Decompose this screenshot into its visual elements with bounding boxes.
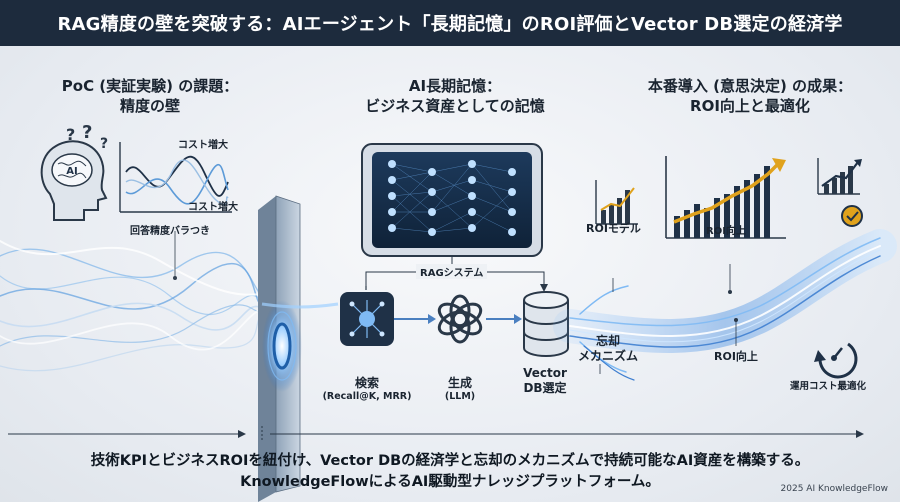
roi-growth-chart-icon	[665, 156, 786, 239]
svg-text:?: ?	[100, 136, 108, 152]
search-sub-label: (Recall@K, MRR)	[322, 391, 412, 402]
right-heading-line1: 本番導入 (意思決定) の成果：	[647, 77, 853, 95]
brain-ai-text: AI	[66, 166, 77, 177]
forget-label-line2: メカニズム	[577, 349, 638, 363]
center-heading-line2: ビジネス資産としての記憶	[365, 97, 545, 115]
accuracy-variance-chart	[119, 142, 232, 213]
vector-db-label-line2: DB選定	[523, 381, 567, 395]
diagram-stage: AI ? ? ?	[0, 46, 900, 502]
vector-db-label-line1: Vector	[523, 366, 567, 380]
center-heading: AI長期記憶： ビジネス資産としての記憶	[340, 76, 570, 116]
input-wave-lines	[0, 240, 263, 372]
page-title: RAG精度の壁を突破する：AIエージェント「長期記憶」のROI評価とVector…	[57, 14, 843, 35]
neural-network-screen	[361, 143, 543, 257]
search-label: 検索	[354, 376, 379, 390]
svg-text:?: ?	[82, 122, 92, 143]
chart-caption: 回答精度バラつき	[130, 226, 210, 237]
check-badge-icon	[841, 205, 863, 227]
wall-beam	[261, 302, 339, 309]
forget-label-block: 忘却 メカニズム	[576, 334, 640, 364]
forget-label-line1: 忘却	[595, 334, 620, 348]
rag-system-label: RAGシステム	[416, 264, 488, 279]
diagram-canvas: AI ? ? ?	[0, 122, 897, 502]
right-heading: 本番導入 (意思決定) の成果： ROI向上と最適化	[610, 76, 890, 116]
left-heading-line1: PoC (実証実験) の課題：	[61, 77, 239, 95]
roi-up-top-label: ROI向上	[706, 226, 746, 237]
vector-db-label-block: Vector DB選定	[512, 366, 578, 396]
output-flow-stream	[553, 229, 897, 381]
left-heading: PoC (実証実験) の課題： 精度の壁	[40, 76, 260, 116]
brain-head-icon: AI ? ? ?	[40, 122, 108, 221]
chart-label-cost-top: コスト増大	[178, 140, 228, 151]
precision-wall	[258, 195, 302, 502]
ops-cost-label: 運用コスト最適化	[790, 381, 867, 392]
generate-sub-label: (LLM)	[444, 391, 476, 402]
footer-line2: KnowledgeFlowによるAI駆動型ナレッジプラットフォーム。	[240, 474, 660, 490]
llm-knot-icon	[437, 294, 483, 344]
generate-label: 生成	[447, 376, 472, 390]
cost-gauge-icon	[814, 342, 858, 379]
center-heading-line1: AI長期記憶：	[408, 77, 502, 95]
left-heading-line2: 精度の壁	[119, 97, 180, 115]
roi-up-bottom-label: ROI向上	[714, 350, 758, 363]
roi-model-label: ROIモデル	[586, 222, 641, 235]
chart-label-cost-bottom: コスト増大	[188, 202, 238, 213]
right-heading-line2: ROI向上と最適化	[690, 97, 810, 115]
credit-text: 2025 AI KnowledgeFlow	[780, 484, 888, 494]
footer-line1: 技術KPIとビジネスROIを紐付け、Vector DBの経済学と忘却のメカニズム…	[90, 453, 810, 469]
svg-text:?: ?	[66, 125, 75, 144]
header-bar: RAG精度の壁を突破する：AIエージェント「長期記憶」のROI評価とVector…	[0, 0, 900, 46]
search-label-block: 検索 (Recall@K, MRR)	[320, 376, 414, 402]
trend-up-icon	[817, 158, 862, 195]
timeline-axis	[8, 426, 864, 442]
search-node-icon	[340, 292, 394, 346]
generate-label-block: 生成 (LLM)	[432, 376, 488, 402]
roi-model-chart-icon	[595, 180, 638, 225]
